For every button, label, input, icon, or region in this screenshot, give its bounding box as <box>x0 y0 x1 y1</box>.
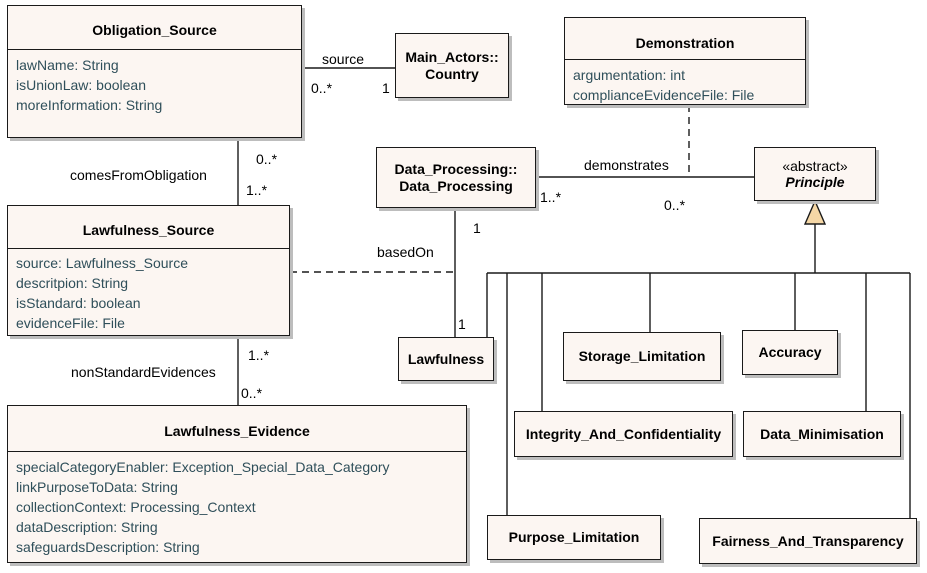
multiplicity-label: 0..* <box>256 151 278 167</box>
class-name: Integrity_And_Confidentiality <box>525 425 722 442</box>
class-name-package: Data_Processing:: <box>394 160 518 177</box>
attribute: collectionContext: Processing_Context <box>16 499 256 515</box>
multiplicity-label: 1..* <box>540 189 562 205</box>
class-integrity-and-confidentiality[interactable]: Integrity_And_Confidentiality <box>514 411 733 457</box>
multiplicity-label: 1 <box>382 80 390 96</box>
class-principle[interactable]: «abstract» Principle <box>754 147 876 201</box>
multiplicity-label: 0..* <box>664 197 686 213</box>
class-data-processing[interactable]: Data_Processing:: Data_Processing <box>376 147 536 208</box>
class-name: Lawfulness_Evidence <box>164 423 310 439</box>
multiplicity-label: 1 <box>473 220 481 236</box>
class-fairness-and-transparency[interactable]: Fairness_And_Transparency <box>699 518 917 564</box>
class-country[interactable]: Main_Actors:: Country <box>395 33 509 98</box>
attribute: specialCategoryEnabler: Exception_Specia… <box>16 459 390 475</box>
role-label-based-on: basedOn <box>377 244 434 260</box>
class-lawfulness-evidence[interactable]: Lawfulness_Evidence specialCategoryEnabl… <box>7 405 467 563</box>
class-name: Obligation_Source <box>92 22 217 38</box>
class-obligation-source[interactable]: Obligation_Source lawName: String isUnio… <box>7 5 302 138</box>
attribute: source: Lawfulness_Source <box>16 255 188 271</box>
attribute: dataDescription: String <box>16 519 158 535</box>
stereotype-label: «abstract» <box>782 158 848 174</box>
multiplicity-label: 1..* <box>248 347 270 363</box>
class-lawfulness[interactable]: Lawfulness <box>398 337 494 381</box>
attribute: isStandard: boolean <box>16 295 141 311</box>
multiplicity-label: 1 <box>458 316 466 332</box>
class-data-minimisation[interactable]: Data_Minimisation <box>743 411 901 457</box>
class-purpose-limitation[interactable]: Purpose_Limitation <box>487 515 661 560</box>
role-label-demonstrates: demonstrates <box>584 157 669 173</box>
attribute-list: source: Lawfulness_Source descritpion: S… <box>8 248 289 333</box>
multiplicity-label: 0..* <box>311 80 333 96</box>
class-lawfulness-source[interactable]: Lawfulness_Source source: Lawfulness_Sou… <box>7 205 290 336</box>
class-name: Data_Processing <box>399 177 513 194</box>
attribute: argumentation: int <box>573 67 686 83</box>
class-demonstration[interactable]: Demonstration argumentation: int complia… <box>564 17 806 105</box>
attribute: moreInformation: String <box>16 97 163 113</box>
multiplicity-label: 1..* <box>246 182 268 198</box>
class-name: Demonstration <box>635 35 735 51</box>
attribute: lawName: String <box>16 57 119 73</box>
class-storage-limitation[interactable]: Storage_Limitation <box>563 332 721 381</box>
role-label-source: source <box>322 51 365 67</box>
class-accuracy[interactable]: Accuracy <box>742 330 838 375</box>
class-name-package: Main_Actors:: <box>405 48 499 65</box>
class-name: Data_Minimisation <box>760 425 884 442</box>
role-label-non-standard-evidences: nonStandardEvidences <box>71 364 216 380</box>
attribute-list: argumentation: int complianceEvidenceFil… <box>565 59 805 105</box>
role-label-comes-from-obligation: comesFromObligation <box>70 167 207 183</box>
generalization-arrowhead <box>803 199 827 225</box>
attribute: evidenceFile: File <box>16 315 125 331</box>
class-name: Purpose_Limitation <box>508 529 640 545</box>
class-name: Accuracy <box>758 344 822 360</box>
class-name: Principle <box>785 174 845 190</box>
class-name: Lawfulness_Source <box>82 222 215 238</box>
attribute: complianceEvidenceFile: File <box>573 87 755 103</box>
attribute: linkPurposeToData: String <box>16 479 178 495</box>
attribute-list: specialCategoryEnabler: Exception_Specia… <box>8 451 466 557</box>
multiplicity-label: 0..* <box>241 385 263 401</box>
class-name: Lawfulness <box>407 350 485 367</box>
attribute: safeguardsDescription: String <box>16 539 200 555</box>
class-name: Country <box>425 65 479 82</box>
class-name: Storage_Limitation <box>578 348 706 364</box>
class-name: Fairness_And_Transparency <box>712 532 904 549</box>
attribute: descritpion: String <box>16 275 129 291</box>
attribute-list: lawName: String isUnionLaw: boolean more… <box>8 49 301 115</box>
attribute: isUnionLaw: boolean <box>16 77 146 93</box>
